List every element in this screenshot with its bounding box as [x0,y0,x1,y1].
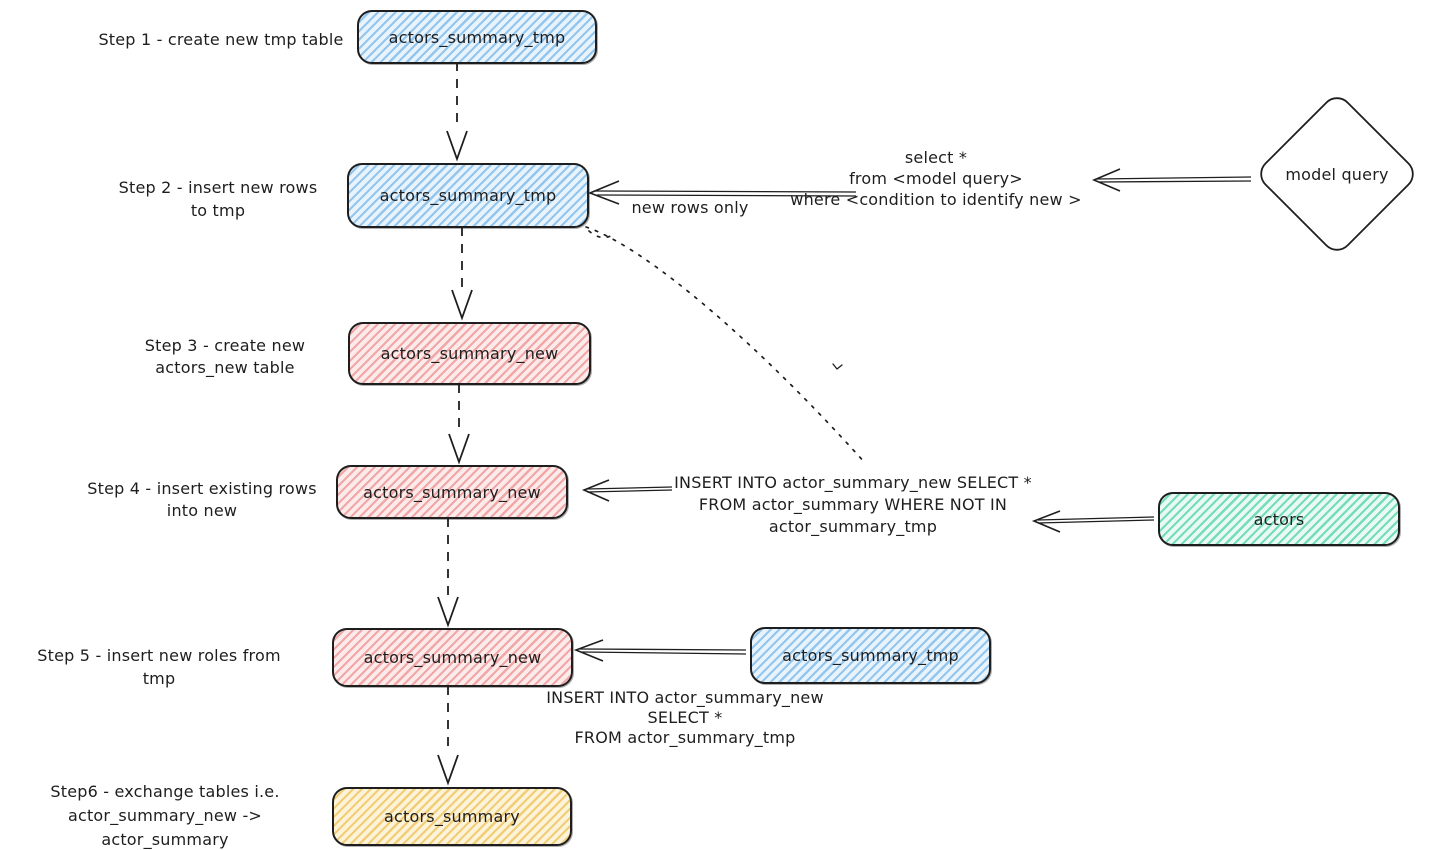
node-step3-actors-summary-new[interactable]: actors_summary_new [348,322,591,385]
step2-label: Step 2 - insert new rows to tmp [118,178,318,220]
node-step2-actors-summary-tmp[interactable]: actors_summary_tmp [347,163,589,228]
arrow-step1-to-step2 [446,62,468,162]
step6-label: Step6 - exchange tables i.e. actor_summa… [50,782,280,849]
step4-label: Step 4 - insert existing rows into new [87,479,317,520]
arrow-step3-to-step4 [448,384,470,465]
new-rows-only-label: new rows only [631,198,749,217]
select-query-annotation: select * from <model query> where <condi… [790,148,1082,209]
insert-existing-annotation: INSERT INTO actor_summary_new SELECT * F… [674,473,1032,536]
node-step5-actors-summary-new[interactable]: actors_summary_new [332,628,573,687]
model-query-label: model query [1285,165,1389,184]
arrow-step4-to-step5 [437,518,459,628]
arrow-step5-to-step6 [437,686,459,786]
step1-label: Step 1 - create new tmp table [98,30,344,49]
step5-label: Step 5 - insert new roles from tmp [37,646,281,688]
arrow-tmp-to-step5 [573,639,747,662]
arrow-modelquery-to-select [1091,168,1252,192]
dotted-link-step2-to-insert [585,226,867,465]
step3-label: Step 3 - create new actors_new table [144,336,306,377]
node-step4-actors-summary-new[interactable]: actors_summary_new [336,465,568,519]
arrow-insert-to-step4 [581,479,673,502]
arrow-step2-to-step3 [451,227,473,321]
node-step6-actors-summary[interactable]: actors_summary [332,787,572,846]
insert-from-tmp-annotation: INSERT INTO actor_summary_new SELECT * F… [546,688,824,747]
node-actors-summary-tmp-side[interactable]: actors_summary_tmp [750,627,991,684]
node-step1-actors-summary-tmp[interactable]: actors_summary_tmp [357,10,597,64]
node-actors[interactable]: actors [1158,492,1400,546]
arrow-actors-to-insert [1031,510,1155,533]
stray-mark [832,363,843,370]
